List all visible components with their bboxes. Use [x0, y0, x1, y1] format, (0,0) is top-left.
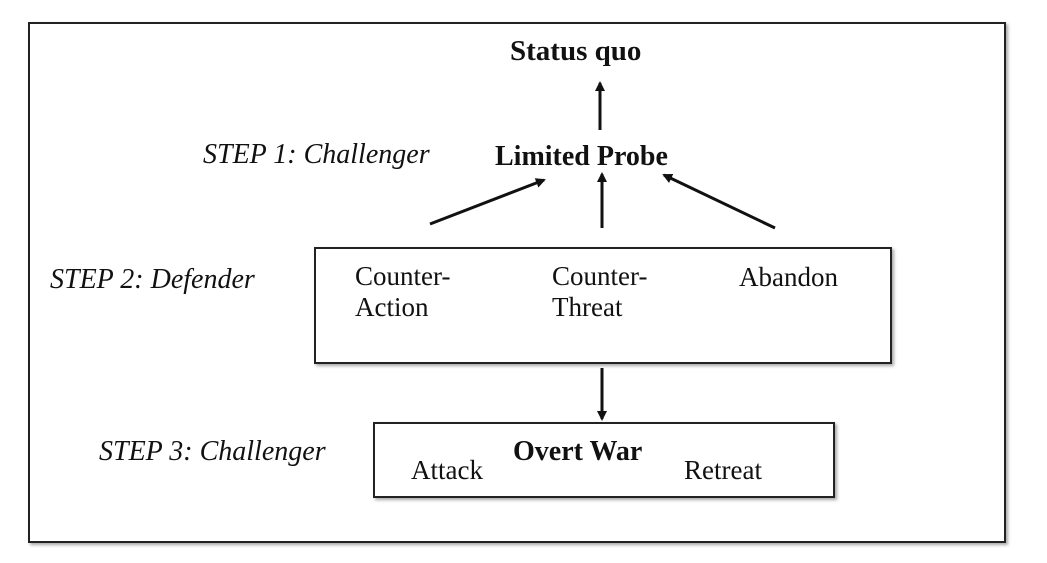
arrow-abandon-to-probe — [662, 173, 776, 230]
arrow-counter-action-to-probe — [429, 178, 546, 226]
overt-war-box — [373, 422, 835, 498]
counter-action-line2: Action — [355, 292, 429, 323]
counter-threat-line1: Counter- — [552, 261, 648, 291]
limited-probe-label: Limited Probe — [495, 141, 668, 172]
counter-action-line1: Counter- — [355, 261, 451, 291]
counter-threat-line2: Threat — [552, 292, 623, 323]
step2-label: STEP 2: Defender — [50, 264, 255, 295]
defender-options-box — [314, 247, 892, 364]
step1-label: STEP 1: Challenger — [203, 139, 430, 170]
overt-war-label: Overt War — [513, 436, 643, 467]
status-quo-label: Status quo — [510, 35, 642, 67]
step3-label: STEP 3: Challenger — [99, 436, 326, 467]
retreat-label: Retreat — [684, 455, 762, 485]
abandon-label: Abandon — [739, 262, 838, 292]
counter-action-label: Counter- Action — [355, 261, 450, 323]
attack-label: Attack — [411, 455, 483, 485]
diagram-frame — [28, 22, 1006, 543]
counter-threat-label: Counter- Threat — [552, 261, 647, 323]
